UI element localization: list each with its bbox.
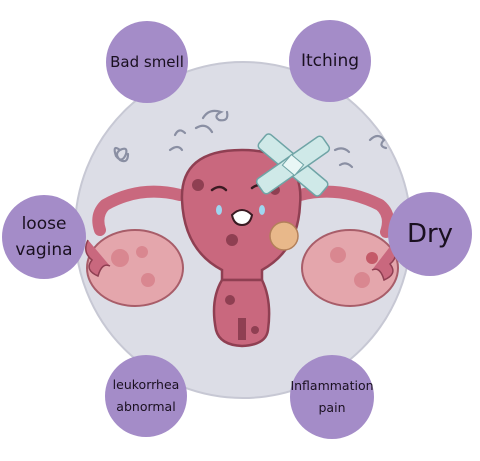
bubble-leukorrhea-abnormal: leukorrhea abnormal (105, 355, 187, 437)
bubble-dry: Dry (388, 192, 472, 276)
bandage-icon (255, 133, 331, 197)
left-ovary (86, 229, 184, 307)
label-inflammation: Inflammation (290, 378, 374, 393)
right-ovary (301, 229, 399, 307)
stress-scribble-icon (113, 109, 388, 169)
label-bad-smell: Bad smell (110, 53, 184, 71)
label-itching: Itching (300, 51, 360, 71)
label-dry: Dry (406, 219, 454, 249)
bubble-itching: Itching (289, 20, 371, 102)
bubble-inflammation-pain: Inflammation pain (290, 355, 374, 439)
label-pain: pain (318, 400, 346, 415)
label-vagina: vagina (15, 240, 73, 260)
bubble-bad-smell: Bad smell (106, 21, 188, 103)
label-abnormal: abnormal (116, 399, 176, 414)
label-leukorrhea: leukorrhea (112, 377, 180, 392)
sad-uterus-icon (85, 148, 399, 348)
bubble-loose-vagina: loose vagina (2, 195, 86, 279)
label-loose: loose (21, 214, 67, 234)
